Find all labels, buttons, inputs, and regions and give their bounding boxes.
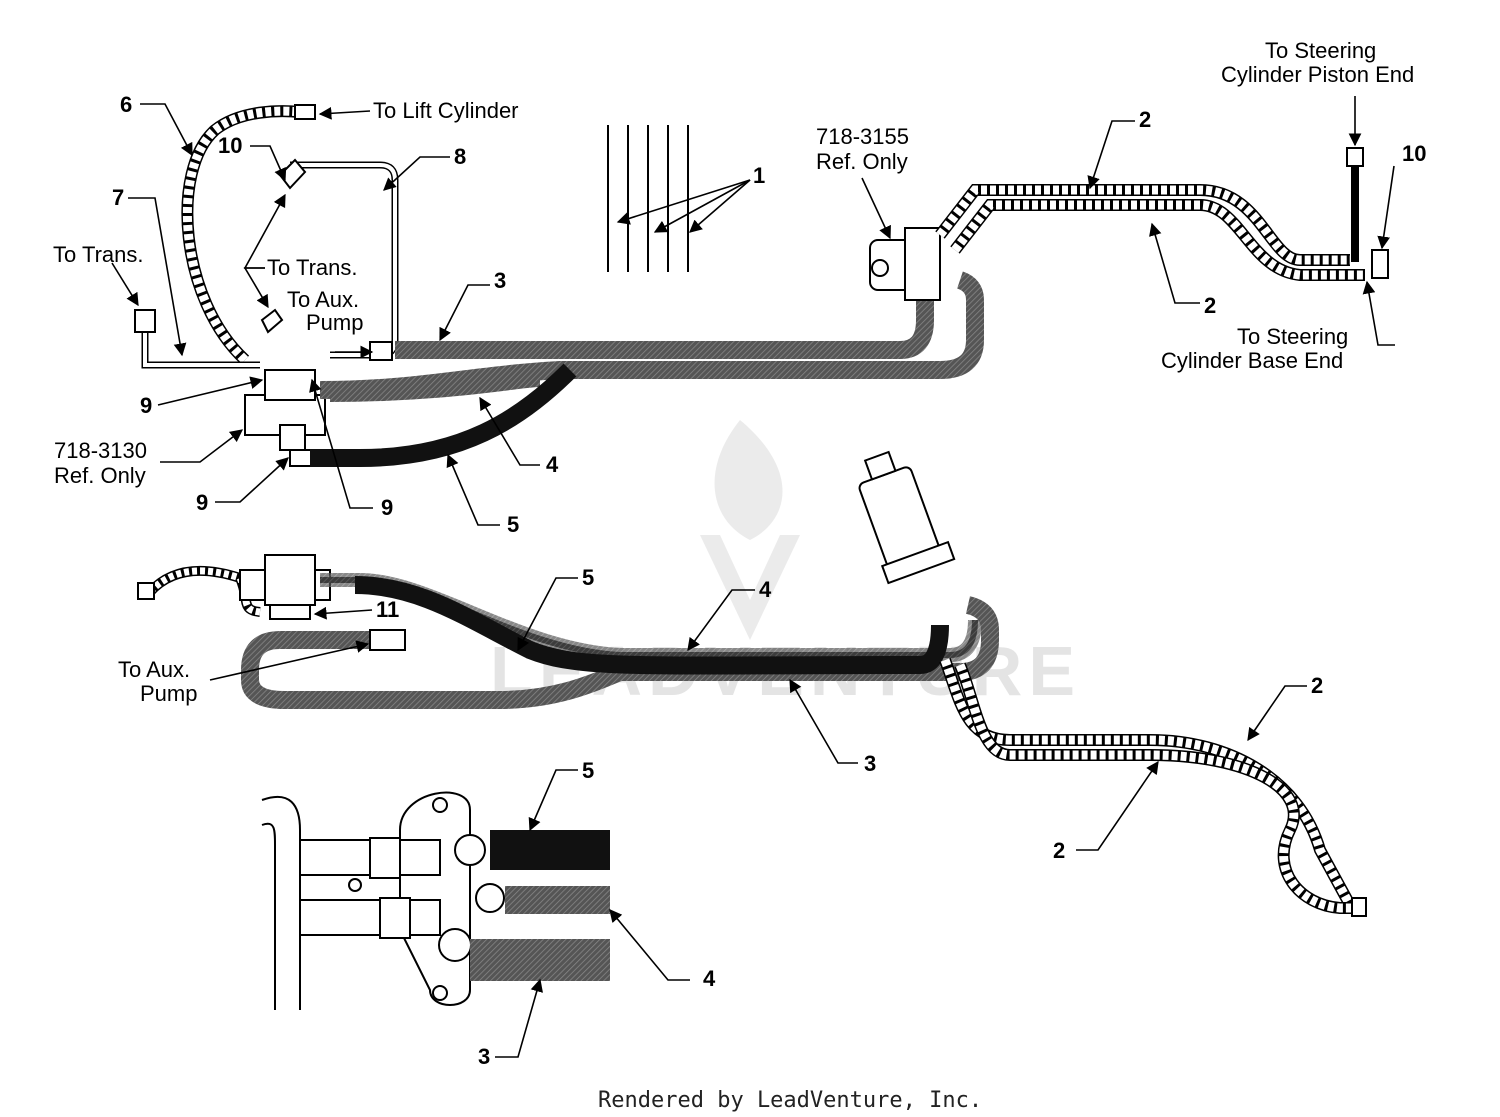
top-leaders [111,96,1395,526]
label-steering-piston-2: Cylinder Piston End [1221,62,1414,87]
callout-1: 1 [753,163,765,188]
callout-4-top: 4 [546,452,559,477]
callout-2-mid-a: 2 [1311,673,1323,698]
callout-3-mid: 3 [864,751,876,776]
callout-9-b: 9 [196,490,208,515]
label-to-lift-cylinder: To Lift Cylinder [373,98,519,123]
callout-2-top-a: 2 [1139,107,1151,132]
callout-6: 6 [120,92,132,117]
middle-assembly [137,450,1367,917]
callout-5-top: 5 [507,512,519,537]
label-to-aux-pump-mid-2: Pump [140,681,197,706]
label-to-aux-pump-top-1: To Aux. [287,287,359,312]
callout-3-top: 3 [494,268,506,293]
callout-10: 10 [218,133,242,158]
label-to-trans-mid: To Trans. [267,255,357,280]
label-motor-ref-2: Ref. Only [816,149,908,174]
label-steering-base-1: To Steering [1237,324,1348,349]
zip-ties [607,125,689,272]
detail-labels: 5 4 3 [478,758,716,1069]
callout-2-mid-b: 2 [1053,838,1065,863]
callout-4-mid: 4 [759,577,772,602]
callout-8: 8 [454,144,466,169]
top-labels: 6 To Lift Cylinder 10 8 7 To Trans. To T… [53,38,1426,537]
detail-leaders [495,769,690,1058]
callout-3-detail: 3 [478,1044,490,1069]
label-to-aux-pump-mid-1: To Aux. [118,657,190,682]
callout-11: 11 [376,597,399,622]
callout-9-c: 9 [381,495,393,520]
label-steering-base-2: Cylinder Base End [1161,348,1343,373]
callout-2-top-b: 2 [1204,293,1216,318]
middle-labels: 11 5 4 To Aux. Pump 3 2 2 [118,565,1323,863]
label-motor-ref-1: 718-3155 [816,124,909,149]
middle-leaders [209,577,1307,851]
callout-10-right: 10 [1402,141,1426,166]
callout-7: 7 [112,185,124,210]
detail-view [261,791,610,1010]
top-assembly [134,104,1389,467]
label-to-trans-left: To Trans. [53,242,143,267]
callout-4-detail: 4 [703,966,716,991]
callout-5-detail: 5 [582,758,594,783]
footer-credit: Rendered by LeadVenture, Inc. [598,1088,982,1113]
callout-5-mid: 5 [582,565,594,590]
label-steering-piston-1: To Steering [1265,38,1376,63]
callout-9-a: 9 [140,393,152,418]
label-valve-ref-2: Ref. Only [54,463,146,488]
label-to-aux-pump-top-2: Pump [306,310,363,335]
label-valve-ref-1: 718-3130 [54,438,147,463]
